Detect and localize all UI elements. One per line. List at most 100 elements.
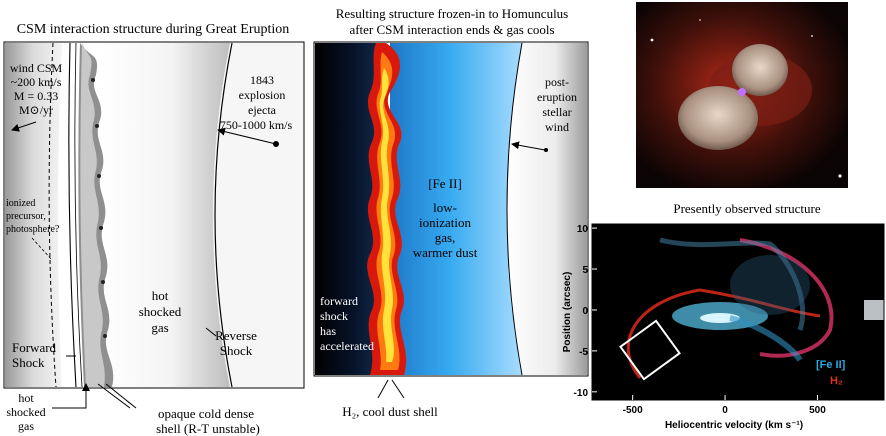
- ejecta-label: 1843 explosion ejecta 750-1000 km/s: [220, 73, 293, 132]
- reverse-shock-line: [214, 42, 233, 388]
- fe-line-5: warmer dust: [413, 245, 478, 260]
- y-tick-label: 0: [582, 306, 588, 317]
- central-star: [738, 88, 746, 96]
- ionized-precursor-line: [48, 42, 57, 388]
- bottom-hot-line-2: shocked: [6, 405, 45, 419]
- h2-shell-core: [379, 68, 394, 362]
- middle-boundary-line: [506, 42, 523, 376]
- shell-knots: [91, 78, 107, 338]
- homunculus-lobe-nw: [732, 44, 788, 96]
- y-axis-label: Position (arcsec): [562, 272, 573, 353]
- cold-dense-shell-inner: [80, 43, 105, 387]
- y-tick-label: -5: [579, 347, 588, 358]
- forward-shock-line-2: [74, 42, 83, 388]
- y-tick-labels: 10 5 0 -5 -10: [574, 224, 597, 399]
- fe-ii-region: [390, 43, 522, 375]
- bottom-hot-gas-label: hot shocked gas: [6, 391, 45, 433]
- hot-shocked-gas-region: [100, 43, 230, 387]
- post-eruption-wind-region: [507, 43, 587, 375]
- hot-gas-line-3: gas: [151, 320, 168, 335]
- fsa-line-1: forward: [320, 294, 358, 308]
- x-tick-label: 0: [722, 405, 728, 416]
- ejecta-arrow-dot: [273, 141, 279, 147]
- wind-arrow: [11, 121, 37, 132]
- ejecta-line-1: 1843: [250, 73, 274, 87]
- ejecta-line-2: explosion: [239, 88, 286, 102]
- y-tick-label: -10: [574, 388, 589, 399]
- post-line-2: eruption: [537, 90, 577, 104]
- legend-h2: H₂: [830, 375, 843, 387]
- ionized-line-2: precursor,: [6, 211, 46, 222]
- highlight-box: [619, 319, 681, 381]
- forward-shock-label: Forward Shock: [12, 340, 57, 370]
- wind-csm-line-1: wind CSM: [10, 61, 63, 75]
- legend-fe-ii: [Fe II]: [816, 359, 846, 371]
- bottom-hot-line-3: gas: [18, 419, 34, 433]
- nebula-stars: [650, 19, 842, 178]
- forward-shock-line: [68, 42, 77, 388]
- middle-panel: Resulting structure frozen-in to Homuncu…: [313, 6, 589, 419]
- post-line-4: wind: [545, 120, 569, 134]
- post-line-1: post-: [545, 75, 569, 89]
- middle-title-line-1: Resulting structure frozen-in to Homuncu…: [336, 6, 569, 21]
- post-eruption-label: post- eruption stellar wind: [537, 75, 577, 134]
- left-panel-title: CSM interaction structure during Great E…: [17, 22, 290, 37]
- x-tick-labels: -500 0 500: [623, 395, 826, 416]
- ejecta-line-4: 750-1000 km/s: [220, 118, 293, 132]
- post-wind-arrow-dot: [544, 148, 548, 152]
- ionized-label: ionized precursor, photosphere?: [6, 198, 60, 235]
- h2-pointer-2: [391, 379, 405, 399]
- wind-csm-line-4: M⊙/yr: [19, 103, 53, 117]
- x-tick-label: -500: [623, 405, 643, 416]
- right-panel: Presently observed structure [Fe II] H₂ …: [562, 2, 885, 431]
- cold-shell-pointer-2: [105, 383, 137, 409]
- fe-line-2: low-: [433, 200, 457, 215]
- fe-line-1: [Fe II]: [428, 176, 462, 191]
- y-tick-label: 10: [577, 224, 589, 235]
- fe-ii-label: [Fe II] low- ionization gas, warmer dust: [413, 176, 478, 260]
- fsa-line-4: accelerated: [320, 339, 374, 353]
- h2-pointer-1: [377, 379, 389, 399]
- reverse-shock-line-b: Shock: [220, 343, 253, 358]
- observed-title: Presently observed structure: [673, 201, 821, 216]
- ejecta-arrow: [217, 127, 277, 145]
- fsa-line-3: has: [320, 324, 336, 338]
- bottom-hot-line-1: hot: [18, 391, 34, 405]
- middle-title-line-2: after CSM interaction ends & gas cools: [349, 22, 554, 37]
- cold-shell-line-2: shell (R-T unstable): [156, 421, 260, 436]
- fe-line-3: ionization: [419, 215, 471, 230]
- ejecta-line-3: ejecta: [248, 103, 277, 117]
- spectrum-image: [626, 237, 884, 379]
- h2-shell-middle: [376, 52, 400, 370]
- cold-shell-line-1: opaque cold dense: [158, 406, 254, 421]
- hot-gas-line-2: shocked: [139, 304, 182, 319]
- ionized-line-3: photosphere?: [6, 224, 60, 235]
- wind-csm-label: wind CSM ~200 km/s M = 0.33 M⊙/yr: [10, 61, 63, 117]
- wind-csm-line-3: M = 0.33: [14, 89, 58, 103]
- post-wind-arrow: [511, 141, 546, 151]
- post-line-3: stellar: [542, 105, 571, 119]
- wind-csm-line-2: ~200 km/s: [11, 75, 62, 89]
- y-tick-label: 5: [582, 265, 588, 276]
- cold-shell-pointer-1: [97, 383, 131, 409]
- cold-shell-label: opaque cold dense shell (R-T unstable): [156, 406, 260, 436]
- x-tick-label: 500: [809, 405, 826, 416]
- left-panel: CSM interaction structure during Great E…: [3, 22, 305, 436]
- hot-gas-line-1: hot: [152, 288, 169, 303]
- reverse-shock-label: Reverse Shock: [215, 328, 257, 358]
- dark-csm-region: [315, 43, 378, 375]
- ionized-line-1: ionized: [6, 198, 35, 209]
- forward-shock-line-a: Forward: [12, 340, 57, 355]
- fsa-line-2: shock: [320, 309, 348, 323]
- hot-shocked-gas-label: hot shocked gas: [139, 288, 182, 335]
- ejecta-region: [213, 43, 303, 387]
- fe-line-4: gas,: [435, 230, 456, 245]
- spectrum-plot-frame: [591, 223, 885, 401]
- bottom-hot-arrow: [52, 383, 90, 409]
- homunculus-lobe-se: [678, 86, 758, 150]
- reverse-shock-line-a: Reverse: [215, 328, 257, 343]
- forward-shock-accelerated-label: forward shock has accelerated: [320, 294, 374, 353]
- forward-shock-line-b: Shock: [12, 355, 45, 370]
- h2-shell-label: H₂, cool dust shell: [342, 404, 438, 419]
